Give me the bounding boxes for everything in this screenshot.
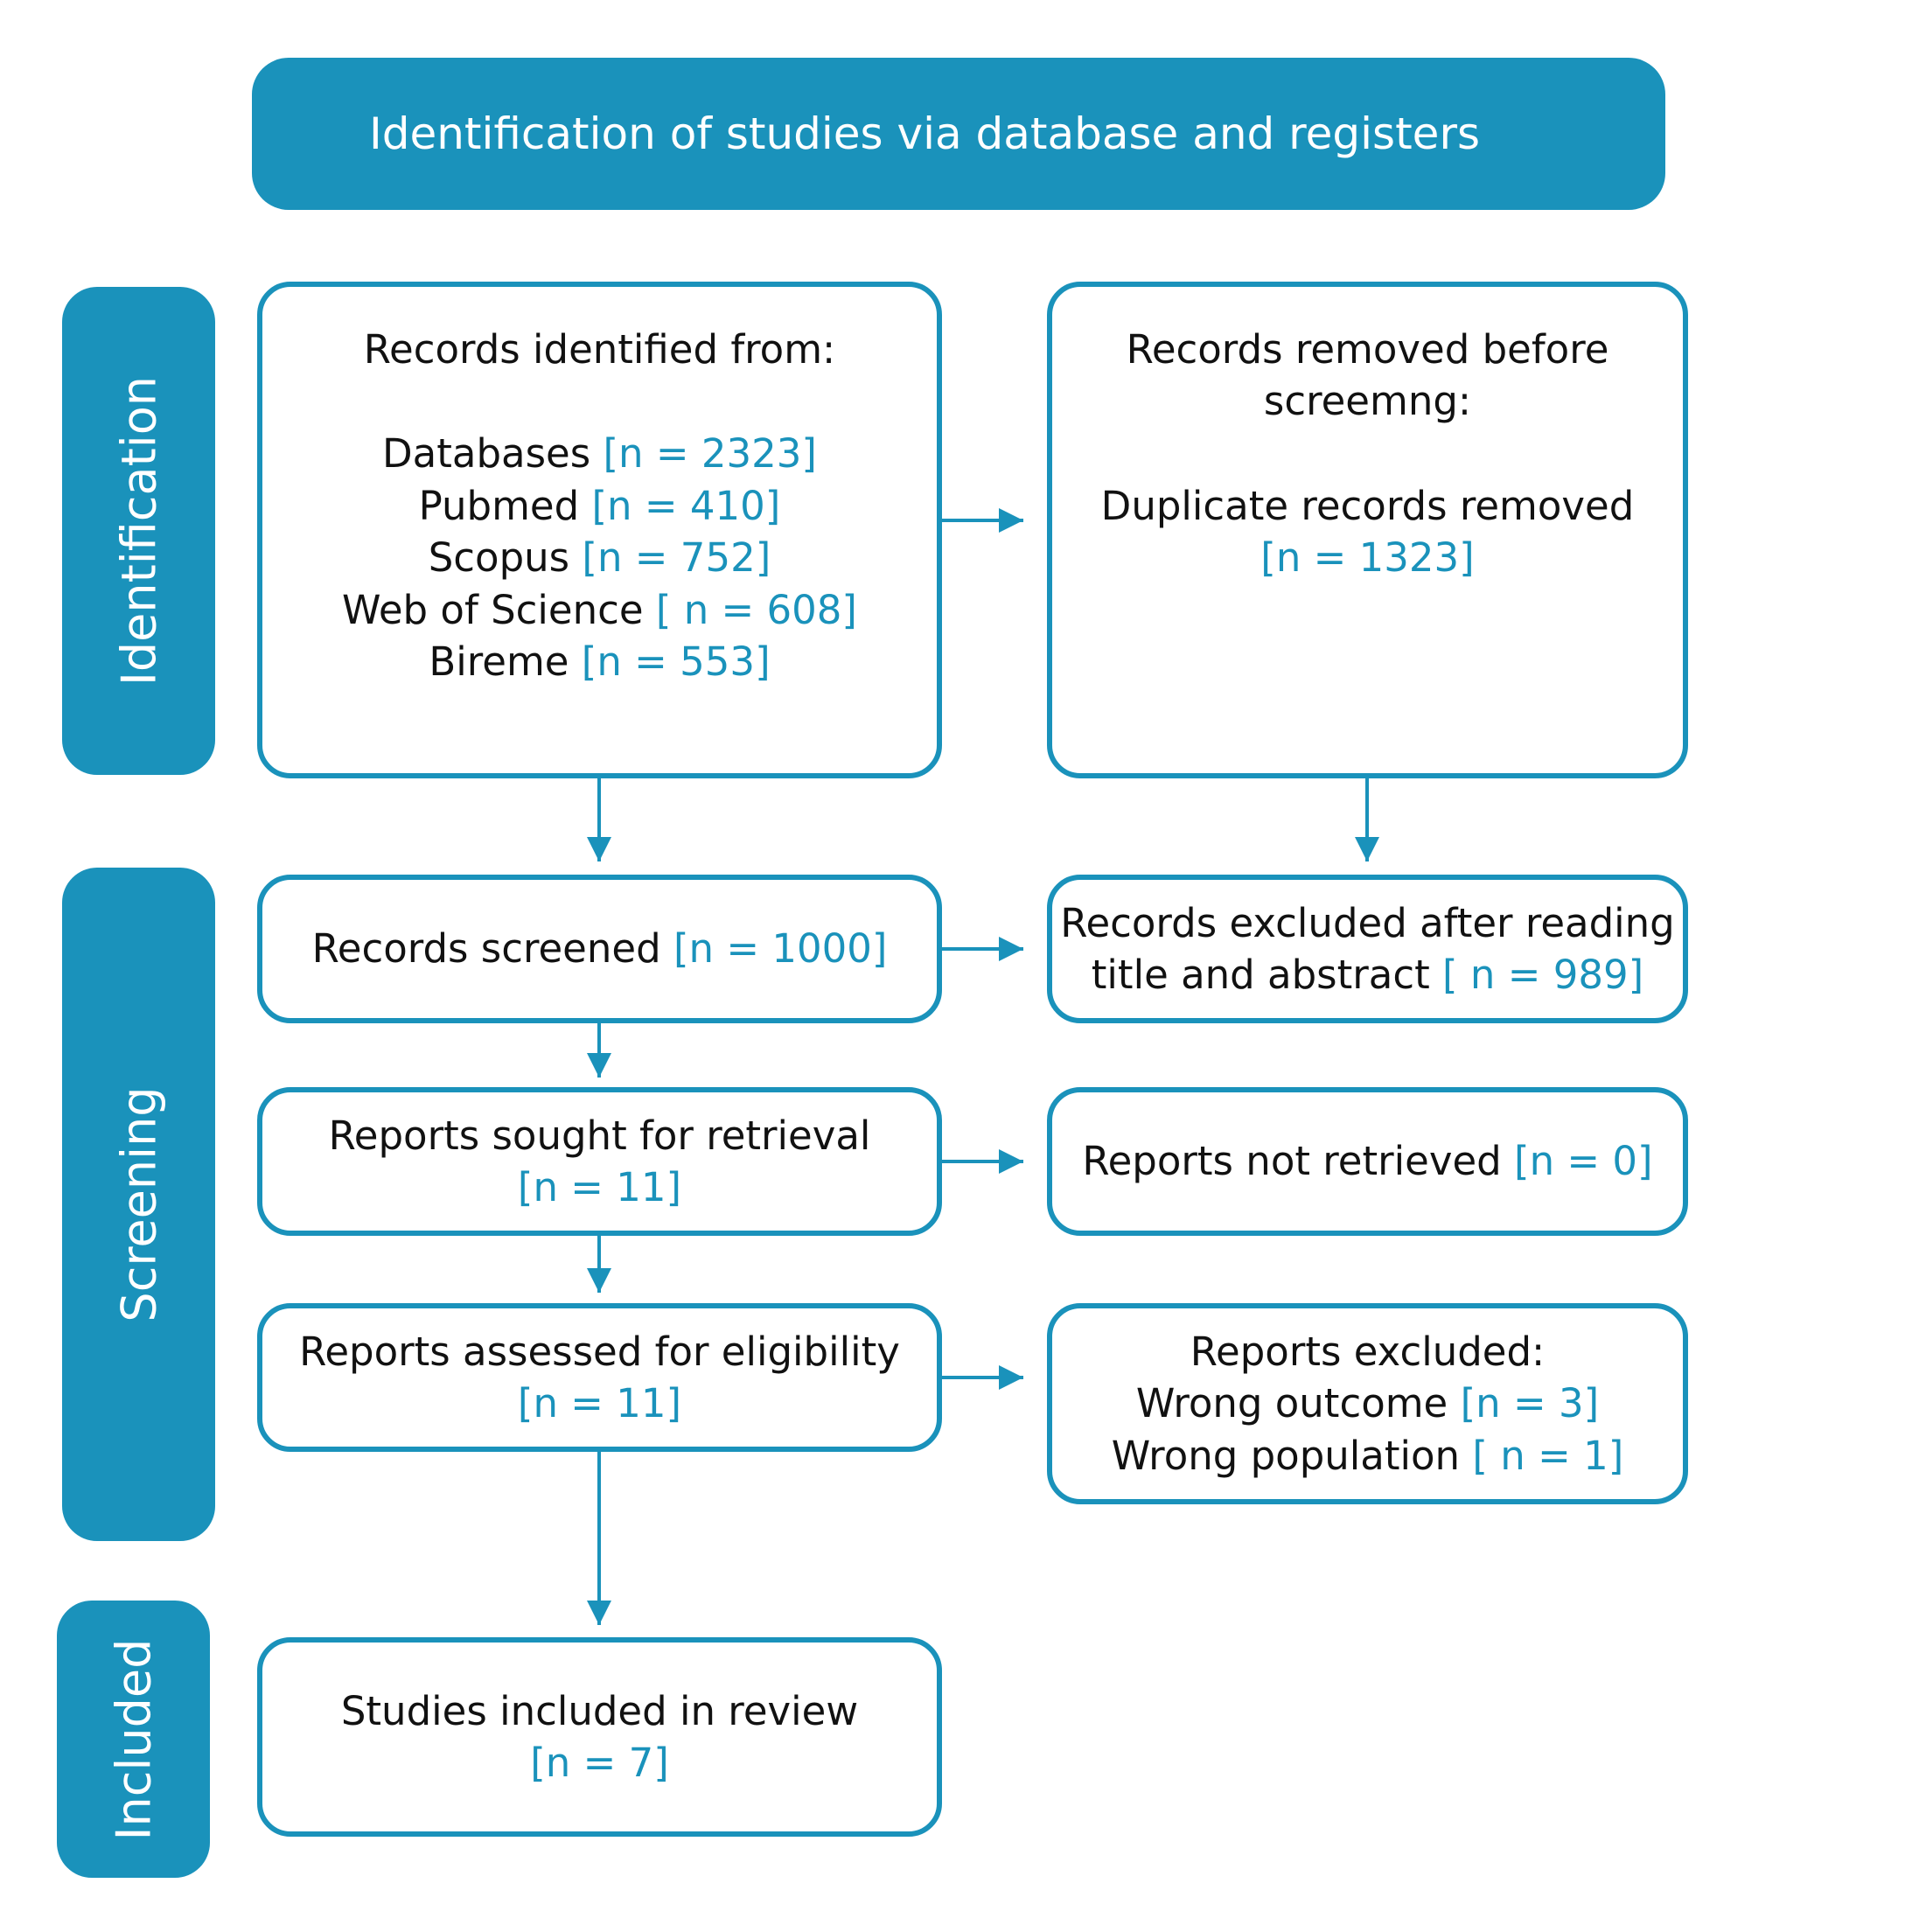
records-excluded-line2: title and abstract — [1091, 952, 1430, 998]
duplicate-records-count: [n = 1323] — [1260, 534, 1475, 582]
exclusion-reason-count: [ n = 1] — [1472, 1432, 1624, 1479]
records-screened-label: Records screened — [311, 925, 661, 973]
records-excluded-count: [ n = 989] — [1442, 952, 1644, 998]
reports-not-retrieved-count: [n = 0] — [1514, 1138, 1653, 1185]
source-label: Databases — [382, 430, 591, 478]
source-row: Scopus [n = 752] — [429, 532, 771, 583]
source-count: [n = 2323] — [603, 430, 817, 478]
source-label: Web of Science — [342, 586, 644, 633]
source-row: Databases [n = 2323] — [382, 428, 817, 479]
records-identified-title: Records identified from: — [363, 326, 836, 373]
studies-included-count: [n = 7] — [530, 1740, 669, 1786]
source-label: Bireme — [429, 638, 569, 685]
reports-sought-box: Reports sought for retrieval [n = 11] — [257, 1087, 942, 1236]
records-screened-row: Records screened [n = 1000] — [312, 923, 888, 974]
source-row: Pubmed [n = 410] — [419, 480, 781, 532]
records-screened-box: Records screened [n = 1000] — [257, 875, 942, 1023]
reports-sought-label: Reports sought for retrieval — [328, 1112, 871, 1159]
source-count: [n = 752] — [582, 534, 771, 582]
phase-screening: Screening — [62, 868, 215, 1541]
reports-assessed-count: [n = 11] — [517, 1380, 682, 1426]
studies-included-label: Studies included in review — [340, 1687, 859, 1734]
reports-sought-count: [n = 11] — [517, 1164, 682, 1210]
reports-not-retrieved-box: Reports not retrieved [n = 0] — [1047, 1087, 1688, 1236]
source-row: Bireme [n = 553] — [429, 636, 770, 687]
phase-included: Included — [57, 1601, 210, 1878]
records-excluded-line2-row: title and abstract [ n = 989] — [1092, 949, 1643, 1001]
records-excluded-box: Records excluded after reading title and… — [1047, 875, 1688, 1023]
source-row: Web of Science [ n = 608] — [342, 584, 857, 636]
exclusion-reason-row: Wrong outcome [n = 3] — [1136, 1378, 1599, 1429]
reports-excluded-box: Reports excluded: Wrong outcome [n = 3] … — [1047, 1303, 1688, 1504]
duplicate-records-label: Duplicate records removed — [1100, 482, 1635, 529]
records-removed-box: Records removed before screemng: Duplica… — [1047, 282, 1688, 778]
exclusion-reason-label: Wrong population — [1111, 1432, 1461, 1479]
header-banner: Identification of studies via database a… — [252, 58, 1665, 210]
studies-included-box: Studies included in review [n = 7] — [257, 1637, 942, 1837]
reports-assessed-label: Reports assessed for eligibility — [299, 1328, 900, 1375]
exclusion-reason-row: Wrong population [ n = 1] — [1112, 1430, 1624, 1482]
source-count: [n = 410] — [591, 482, 781, 529]
header-title: Identification of studies via database a… — [369, 108, 1481, 159]
reports-excluded-title: Reports excluded: — [1190, 1328, 1546, 1375]
exclusion-reason-label: Wrong outcome — [1135, 1380, 1448, 1427]
reports-not-retrieved-row: Reports not retrieved [n = 0] — [1082, 1135, 1652, 1187]
records-excluded-line1: Records excluded after reading — [1060, 899, 1675, 946]
source-label: Scopus — [428, 534, 570, 582]
records-identified-box: Records identified from: Databases [n = … — [257, 282, 942, 778]
reports-not-retrieved-label: Reports not retrieved — [1082, 1138, 1502, 1185]
records-removed-title-line1: Records removed before — [1126, 326, 1609, 373]
source-count: [n = 553] — [581, 638, 771, 685]
source-label: Pubmed — [418, 482, 580, 529]
phase-identification: Identification — [62, 287, 215, 775]
reports-assessed-box: Reports assessed for eligibility [n = 11… — [257, 1303, 942, 1452]
records-screened-count: [n = 1000] — [673, 925, 888, 973]
source-count: [ n = 608] — [655, 586, 857, 633]
records-removed-title-line2: screemng: — [1263, 378, 1472, 425]
exclusion-reason-count: [n = 3] — [1460, 1380, 1600, 1427]
